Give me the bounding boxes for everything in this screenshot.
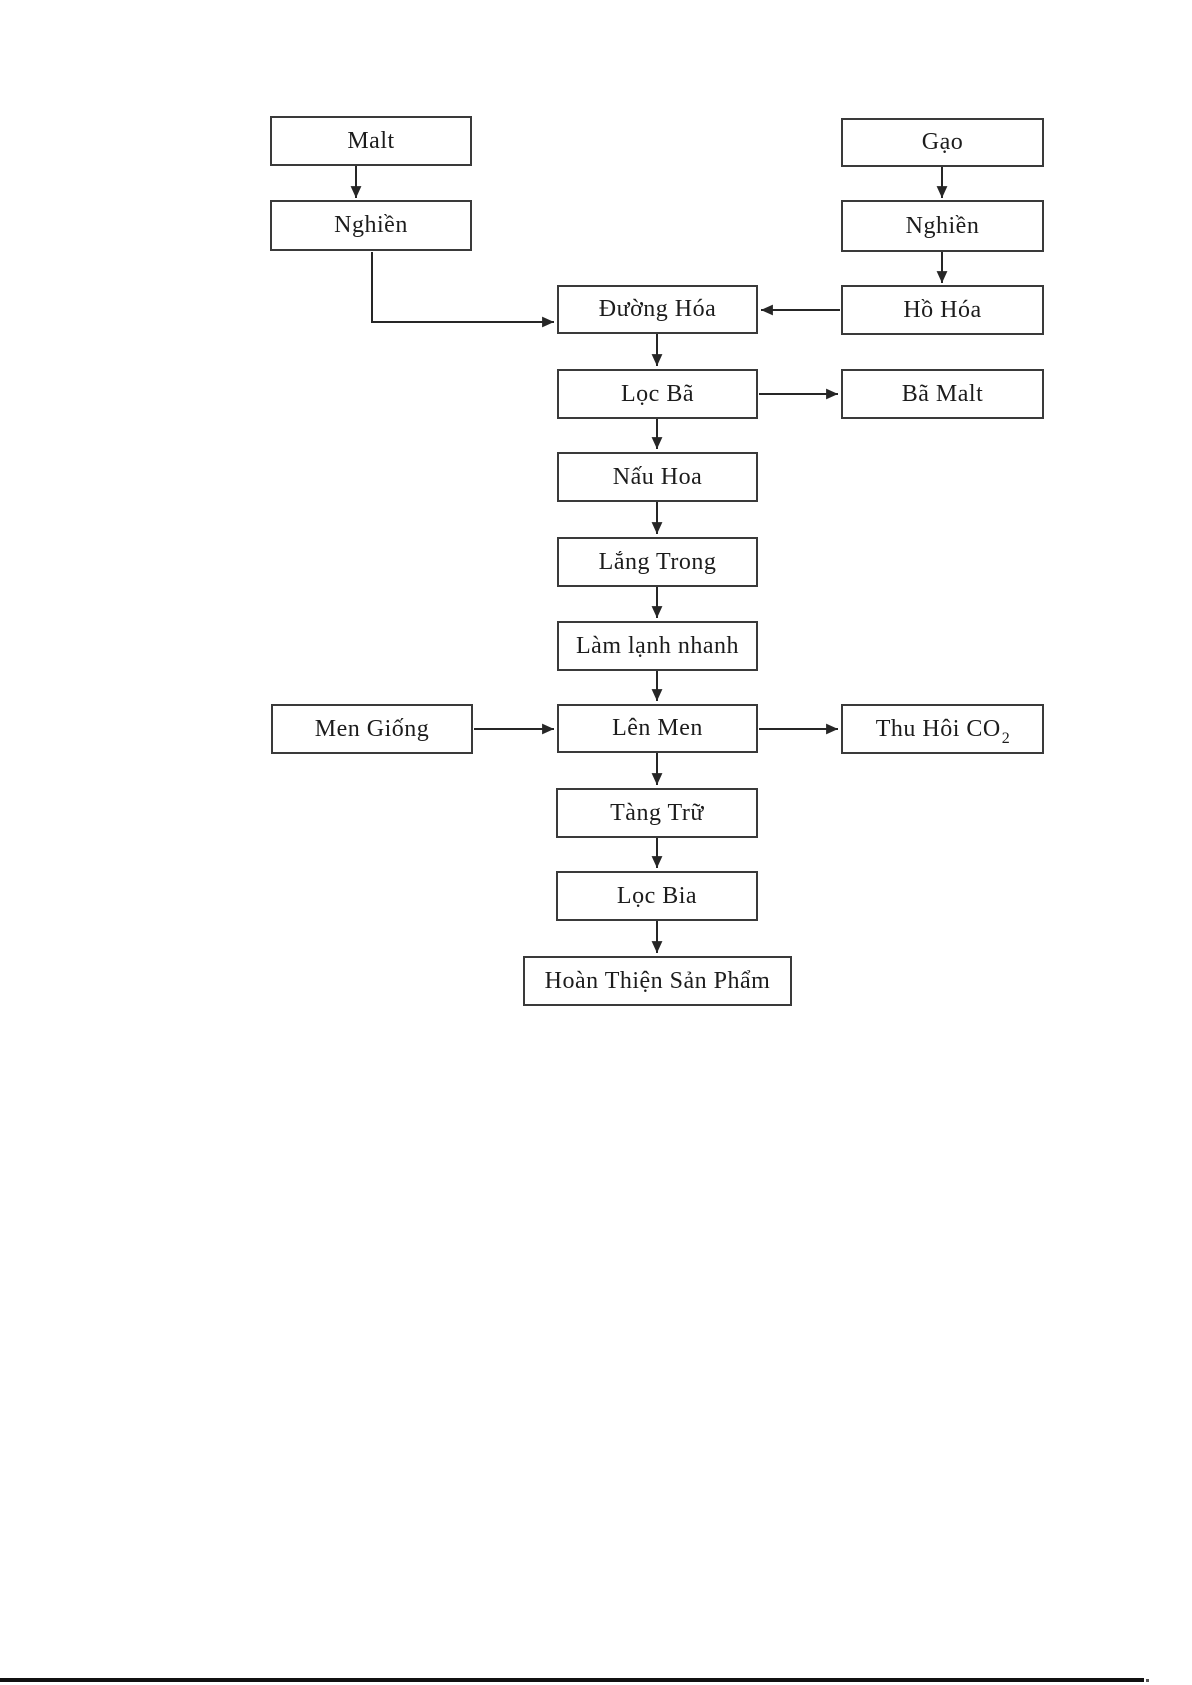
node-duong-hoa-label: Đường Hóa <box>598 296 717 322</box>
node-nau-hoa: Nấu Hoa <box>557 452 758 502</box>
node-hoan-thien-san-pham: Hoàn Thiện Sản Phẩm <box>523 956 792 1006</box>
node-loc-bia-label: Lọc Bia <box>616 882 698 909</box>
node-men-giong: Men Giống <box>271 704 473 754</box>
node-malt-label: Malt <box>347 127 395 154</box>
co2-subscript: 2 <box>1001 730 1011 748</box>
node-men-giong-label: Men Giống <box>314 715 430 742</box>
node-lam-lanh-nhanh-label: Làm lạnh nhanh <box>576 632 739 659</box>
node-nghien-malt-label: Nghiền <box>334 212 408 238</box>
page-bottom-rule <box>0 1678 1144 1682</box>
arrow-nghien-to-duonghoa <box>371 252 554 328</box>
node-lang-trong: Lắng Trong <box>557 537 758 587</box>
node-thu-hoi-co2-label: Thu Hôi CO2 <box>875 715 1011 748</box>
node-malt: Malt <box>270 116 472 166</box>
node-loc-bia: Lọc Bia <box>556 871 758 921</box>
node-ho-hoa: Hồ Hóa <box>841 285 1044 335</box>
node-nghien-malt: Nghiền <box>270 200 472 251</box>
page-bottom-rule-end-mark <box>1146 1679 1149 1682</box>
node-ba-malt: Bã Malt <box>841 369 1044 419</box>
node-gao: Gạo <box>841 118 1044 167</box>
node-loc-ba-label: Lọc Bã <box>621 380 694 407</box>
node-thu-hoi-co2: Thu Hôi CO2 <box>841 704 1044 754</box>
node-tang-tru-label: Tàng Trữ <box>610 799 704 826</box>
node-lam-lanh-nhanh: Làm lạnh nhanh <box>557 621 758 671</box>
node-nghien-gao: Nghiền <box>841 200 1044 252</box>
node-hoan-thien-san-pham-label: Hoàn Thiện Sản Phẩm <box>544 967 771 994</box>
node-len-men: Lên Men <box>557 704 758 753</box>
node-nau-hoa-label: Nấu Hoa <box>612 463 703 490</box>
node-loc-ba: Lọc Bã <box>557 369 758 419</box>
node-nghien-gao-label: Nghiền <box>905 212 980 239</box>
node-len-men-label: Lên Men <box>612 715 703 741</box>
node-tang-tru: Tàng Trữ <box>556 788 758 838</box>
node-gao-label: Gạo <box>921 129 964 155</box>
node-ho-hoa-label: Hồ Hóa <box>903 296 982 323</box>
node-lang-trong-label: Lắng Trong <box>598 548 717 575</box>
node-duong-hoa: Đường Hóa <box>557 285 758 334</box>
node-ba-malt-label: Bã Malt <box>901 380 984 407</box>
